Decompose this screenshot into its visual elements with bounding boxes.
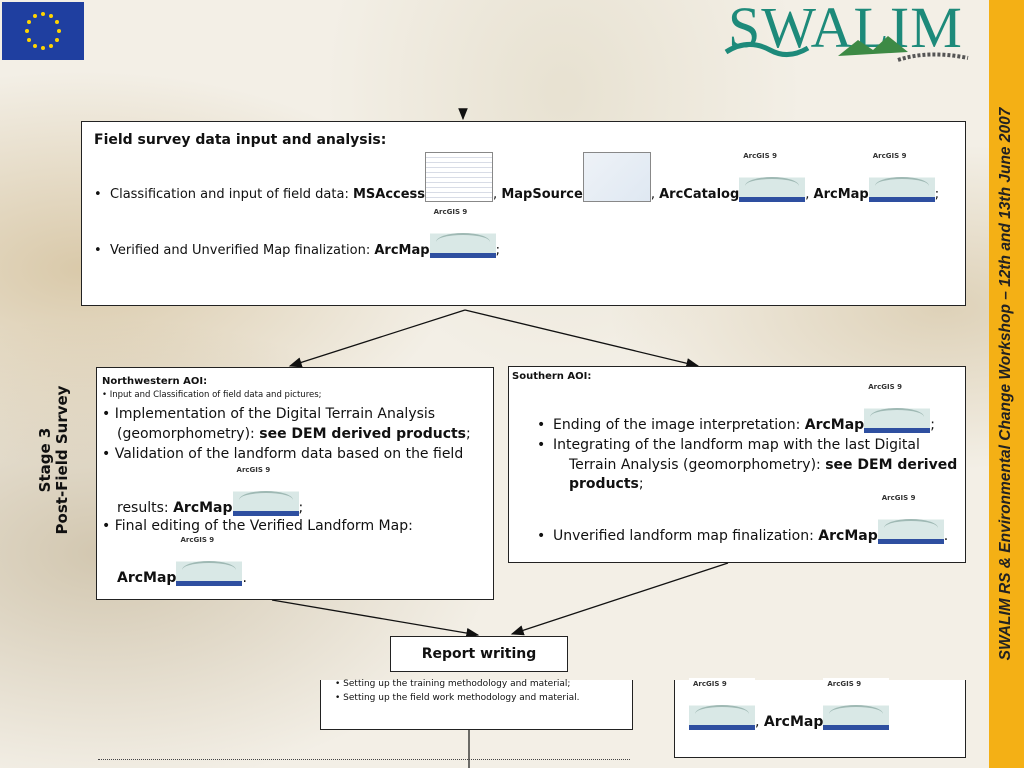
dem-link-text: see DEM derived products (259, 426, 467, 442)
dem-link-text: see DEM derived (825, 457, 958, 473)
arcmap-label: ArcMap (117, 570, 177, 586)
s-item-integrating: •Integrating of the landform map with th… (537, 437, 920, 453)
arcmap-label: ArcMap (818, 528, 878, 544)
msaccess-screenshot-icon (425, 152, 494, 202)
arcgis-thumbnail-icon: ArcGIS 9 (823, 678, 890, 730)
report-writing-label: Report writing (421, 646, 537, 662)
northwestern-aoi-box: Northwestern AOI: • Input and Classifica… (96, 367, 494, 600)
s-item-integrating-cont2: products; (569, 476, 644, 492)
arrow-to-southern (464, 309, 700, 369)
nw-item-final-editing: • Final editing of the Verified Landform… (102, 518, 413, 534)
eu-stars-icon (25, 12, 61, 50)
arcgis-thumbnail-icon: ArcGIS 9 (868, 150, 935, 202)
s-item-unverified: •Unverified landform map finalization: A… (537, 492, 949, 544)
arcgis-thumbnail-icon: ArcGIS 9 (864, 381, 931, 433)
arcmap-label: ArcMap (813, 187, 869, 202)
setup-item-fieldwork: • Setting up the field work methodology … (335, 693, 580, 703)
stage-name: Post-Field Survey (53, 385, 71, 535)
nw-item-dta: • Implementation of the Digital Terrain … (102, 406, 436, 422)
arcgis-thumbnail-icon: ArcGIS 9 (176, 534, 243, 586)
msaccess-label: MSAccess (352, 187, 426, 202)
swalim-logo: SWALIM (718, 0, 983, 70)
field-line-classification: •Classification and input of field data:… (94, 150, 940, 202)
arrow-to-northwestern (288, 309, 466, 368)
mapsource-screenshot-icon (582, 152, 651, 202)
arcgis-thumbnail-icon: ArcGIS 9 (232, 464, 299, 516)
mapsource-label: MapSource (501, 187, 583, 202)
setup-box: • Setting up the training methodology an… (320, 679, 633, 730)
arcmap-label: ArcMap (763, 714, 824, 730)
arcgis-thumbnail-icon: ArcGIS 9 (429, 206, 496, 258)
nw-item-input: • Input and Classification of field data… (102, 390, 322, 400)
field-survey-title: Field survey data input and analysis: (94, 132, 387, 148)
southern-aoi-box: Southern AOI: •Ending of the image inter… (508, 366, 966, 563)
s-item-integrating-cont: Terrain Analysis (geomorphometry): see D… (569, 457, 958, 473)
arcmap-label: ArcMap (804, 417, 865, 433)
stage-label: Stage 3 Post-Field Survey (36, 385, 71, 535)
arcgis-thumbnail-icon: ArcGIS 9 (877, 492, 944, 544)
stage-number: Stage 3 (36, 427, 54, 493)
report-writing-box: Report writing (390, 636, 568, 672)
nw-item-validation: • Validation of the landform data based … (102, 446, 464, 462)
swalim-bird-mountain-icon (724, 36, 969, 62)
nw-title: Northwestern AOI: (102, 376, 208, 387)
s-item-image-interp: •Ending of the image interpretation: Arc… (537, 381, 935, 433)
setup-item-training: • Setting up the training methodology an… (335, 679, 571, 689)
arcmap-label: ArcMap (374, 243, 430, 258)
field-survey-box: Field survey data input and analysis: •C… (81, 121, 966, 306)
arrow-nw-to-report (271, 599, 480, 639)
dotted-divider (98, 759, 630, 760)
eu-flag-logo (2, 2, 84, 60)
arcgis-thumbnail-icon: ArcGIS 9 (739, 150, 806, 202)
arrow-s-to-report (510, 562, 729, 636)
arccatalog-label: ArcCatalog (659, 187, 740, 202)
side-banner (989, 0, 1024, 768)
nw-item-dta-cont: (geomorphometry): see DEM derived produc… (117, 426, 471, 442)
s-title: Southern AOI: (512, 371, 592, 382)
field-line-finalization: •Verified and Unverified Map finalizatio… (94, 206, 500, 258)
arcmap-label: ArcMap (173, 500, 233, 516)
arcgis-thumbnail-icon: ArcGIS 9 (689, 678, 755, 730)
